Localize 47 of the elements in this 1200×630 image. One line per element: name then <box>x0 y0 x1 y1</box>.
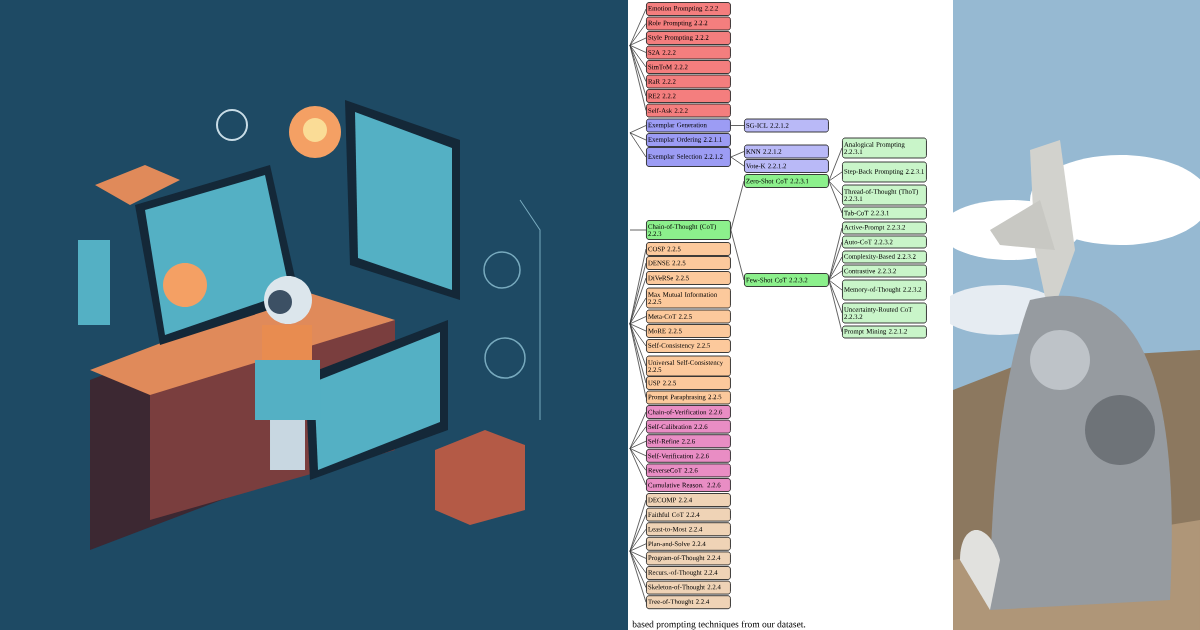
connector-line <box>629 440 647 449</box>
connector-line <box>629 528 647 552</box>
connector-line <box>629 550 647 588</box>
connector-line <box>629 297 647 325</box>
connector-line <box>629 550 647 559</box>
connector-line <box>629 132 647 158</box>
connector-line <box>629 448 647 457</box>
connector-line <box>629 23 647 46</box>
connector-line <box>828 279 843 314</box>
connector-line <box>629 323 647 398</box>
connector-line <box>730 151 745 158</box>
connector-line <box>828 279 843 291</box>
connector-line <box>629 323 647 332</box>
connector-line <box>629 323 647 347</box>
connector-line <box>629 514 647 552</box>
connector-line <box>730 156 745 167</box>
connector-line <box>629 44 647 68</box>
connector-line <box>629 132 647 141</box>
connector-line <box>629 44 647 53</box>
connector-line <box>828 180 843 196</box>
caption-text: based prompting techniques from our dataset. <box>632 620 806 630</box>
connector-line <box>730 229 745 281</box>
connector-line <box>629 37 647 46</box>
connector-line <box>629 229 647 231</box>
connector-line <box>828 256 843 281</box>
connector-line <box>629 44 647 111</box>
connector-line <box>629 448 647 471</box>
connector-line <box>730 180 745 231</box>
connector-line <box>629 323 647 367</box>
connector-line <box>730 125 745 126</box>
connector-line <box>629 448 647 486</box>
connector-line <box>629 543 647 552</box>
connector-line <box>629 550 647 574</box>
connector-line <box>828 147 843 182</box>
connector-line <box>828 279 843 333</box>
connector-line <box>629 411 647 449</box>
connector-line <box>629 277 647 325</box>
connector-line <box>629 550 647 603</box>
connector-line <box>828 171 843 182</box>
connector-line <box>629 125 647 134</box>
connector-line <box>828 270 843 281</box>
connector-line <box>828 241 843 281</box>
connector-line <box>629 499 647 552</box>
connector-line <box>629 426 647 449</box>
connector-line <box>629 44 647 82</box>
connector-line <box>629 316 647 325</box>
connector-line <box>828 180 843 214</box>
